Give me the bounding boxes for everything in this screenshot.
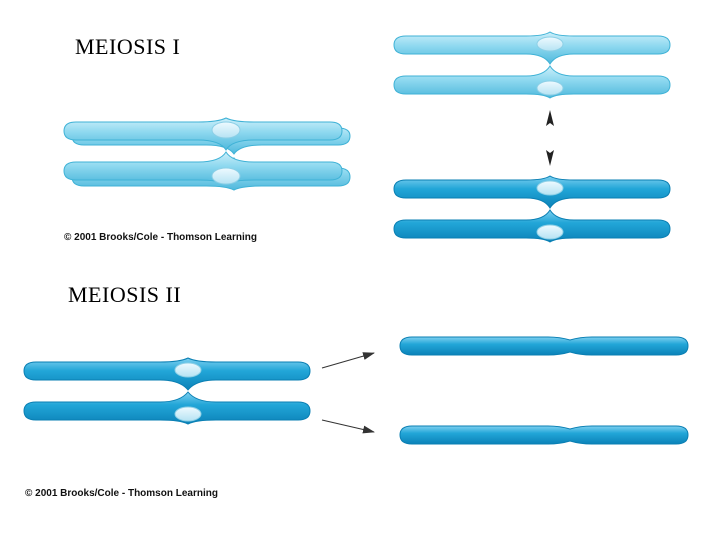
arrow-up-icon <box>546 110 554 126</box>
chromatid-upper <box>393 175 671 209</box>
separation-arrows <box>546 110 554 166</box>
meiosis-1-light-chromosome <box>393 31 671 99</box>
arrow-to-upper-chromatid-icon <box>321 352 375 369</box>
meiosis-1-credit: © 2001 Brooks/Cole - Thomson Learning <box>64 232 257 243</box>
chromatid-lower <box>393 209 671 243</box>
centromere <box>174 406 202 422</box>
chromatid-upper <box>63 117 343 151</box>
chromatid-lower <box>393 65 671 99</box>
meiosis-2-title: MEIOSIS II <box>68 282 182 307</box>
arrow-down-icon <box>546 150 554 166</box>
meiosis-1-homologous-pair <box>63 117 351 191</box>
chromatid-upper <box>393 31 671 65</box>
chromatid-lower <box>63 151 343 185</box>
chromatid-upper <box>23 357 311 391</box>
centromere <box>211 167 241 185</box>
sister-chromatid-upper <box>399 336 689 356</box>
meiosis-1-dark-chromosome <box>393 175 671 243</box>
arrow-to-lower-chromatid-icon <box>321 419 375 434</box>
centromere <box>536 180 564 196</box>
meiosis-2-separated-chromatids <box>399 336 689 445</box>
centromere <box>536 36 564 52</box>
centromere <box>536 80 564 96</box>
meiosis-2-credit: © 2001 Brooks/Cole - Thomson Learning <box>25 488 218 499</box>
centromere <box>174 362 202 378</box>
centromere <box>536 224 564 240</box>
meiosis-2-duplicated-chromosome <box>23 357 311 425</box>
chromatid-lower <box>23 391 311 425</box>
sister-chromatid-lower <box>399 425 689 445</box>
centromere <box>211 121 241 139</box>
meiosis-1-title: MEIOSIS I <box>75 34 181 59</box>
